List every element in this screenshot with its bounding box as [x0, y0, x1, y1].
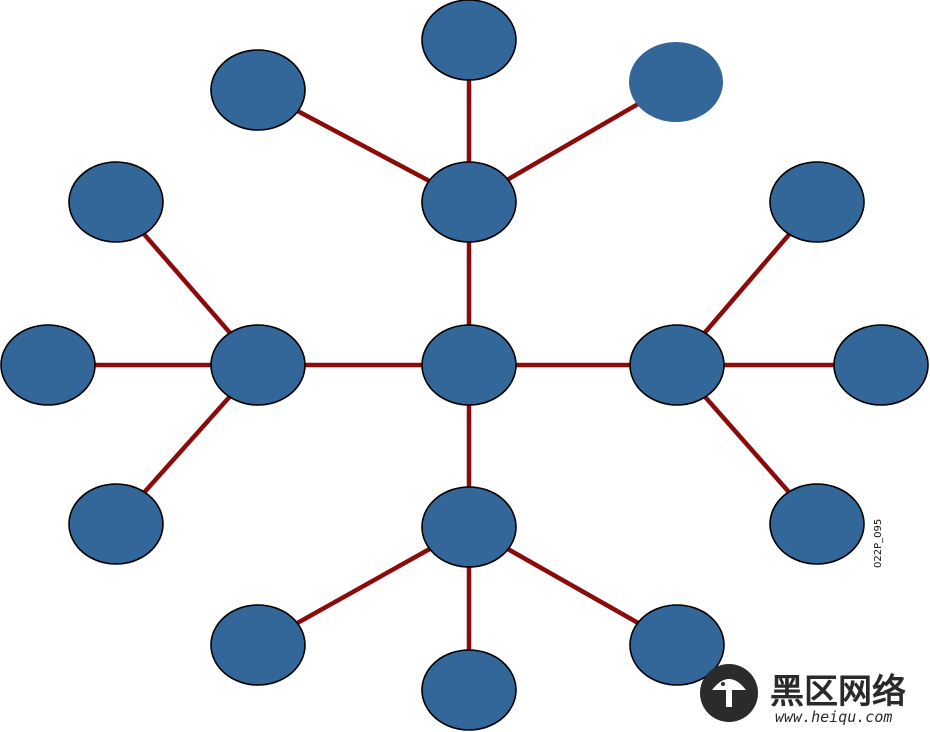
node-top-left: [210, 49, 306, 131]
node-left-upper: [68, 161, 164, 243]
node-bottom-left: [210, 604, 306, 686]
node-top-right: [629, 42, 723, 122]
node-hub-top: [421, 161, 517, 243]
node-top-top: [421, 0, 517, 81]
node-right-upper: [769, 161, 865, 243]
node-left-lower: [68, 483, 164, 565]
watermark-url: www.heiqu.com: [775, 708, 892, 726]
node-hub-bottom: [421, 486, 517, 568]
node-hub-left: [210, 324, 306, 406]
node-left-far: [0, 324, 96, 406]
watermark-logo-icon: [700, 664, 758, 722]
node-center: [421, 324, 517, 406]
node-right-lower: [769, 483, 865, 565]
watermark-text: 黑区网络: [770, 672, 906, 712]
node-bottom-bottom: [421, 649, 517, 731]
node-hub-right: [629, 324, 725, 406]
figure-id-label: 022P_095: [873, 519, 884, 568]
watermark: 黑区网络 www.heiqu.com: [700, 664, 906, 726]
node-bottom-right: [629, 604, 725, 686]
node-right-far: [833, 324, 929, 406]
